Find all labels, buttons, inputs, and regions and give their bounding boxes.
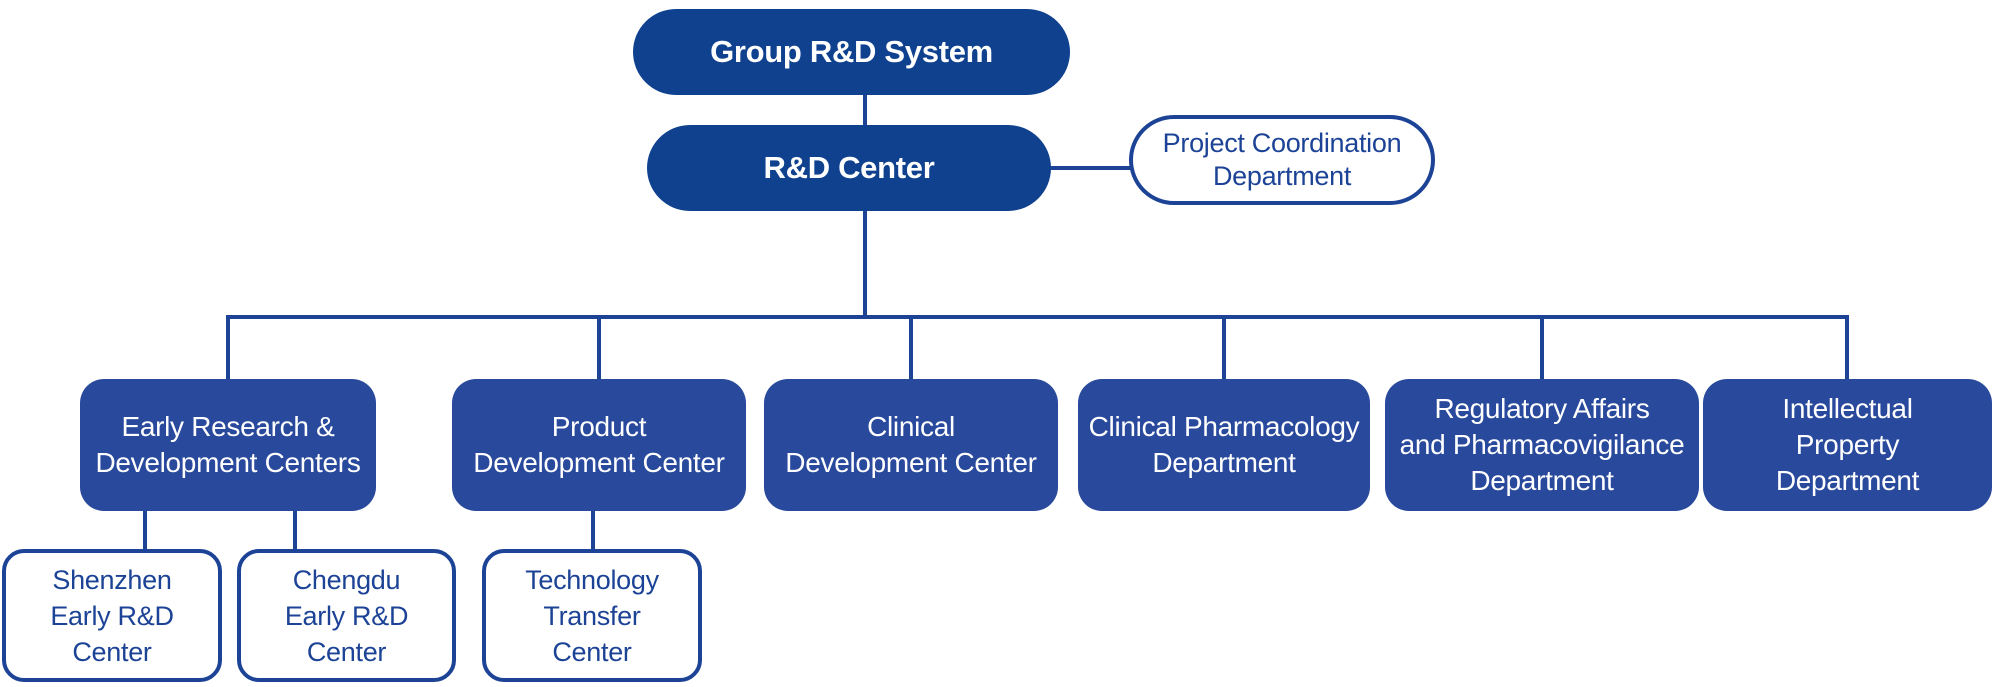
- connector-drop-4: [1222, 315, 1226, 381]
- department-node-clinical-development: Clinical Development Center: [764, 379, 1058, 511]
- department-label: Product Development Center: [473, 411, 725, 478]
- connector-trunk: [863, 209, 867, 317]
- department-label: Intellectual Property Department: [1775, 393, 1920, 496]
- project-coordination-label: Project Coordination Department: [1162, 128, 1402, 191]
- department-node-product-development: Product Development Center: [452, 379, 746, 511]
- department-label: Clinical Development Center: [785, 411, 1037, 478]
- department-node-intellectual-property: Intellectual Property Department: [1703, 379, 1992, 511]
- connector-drop-1: [226, 315, 230, 381]
- department-node-clinical-pharmacology: Clinical Pharmacology Department: [1078, 379, 1370, 511]
- subcenter-node-technology-transfer: Technology Transfer Center: [482, 549, 702, 682]
- connector-rail: [226, 315, 1849, 319]
- subcenter-label: Chengdu Early R&D Center: [284, 564, 409, 667]
- org-root-label: Group R&D System: [710, 34, 993, 69]
- rd-center-label: R&D Center: [763, 150, 935, 185]
- subcenter-label: Technology Transfer Center: [525, 564, 659, 667]
- subcenter-node-chengdu: Chengdu Early R&D Center: [237, 549, 456, 682]
- department-node-regulatory-affairs: Regulatory Affairs and Pharmacovigilance…: [1385, 379, 1699, 511]
- connector-stub-technology: [591, 509, 595, 551]
- connector-root-to-center: [863, 93, 867, 127]
- connector-center-to-staff: [1045, 166, 1135, 170]
- connector-stub-chengdu: [293, 509, 297, 551]
- connector-drop-5: [1540, 315, 1544, 381]
- department-node-early-research: Early Research & Development Centers: [80, 379, 376, 511]
- department-label: Clinical Pharmacology Department: [1088, 411, 1360, 478]
- department-label: Regulatory Affairs and Pharmacovigilance…: [1399, 393, 1685, 496]
- subcenter-node-shenzhen: Shenzhen Early R&D Center: [2, 549, 222, 682]
- connector-stub-shenzhen: [143, 509, 147, 551]
- project-coordination-node: Project Coordination Department: [1129, 115, 1435, 205]
- subcenter-label: Shenzhen Early R&D Center: [50, 564, 174, 667]
- rd-center-node: R&D Center: [647, 125, 1051, 211]
- department-label: Early Research & Development Centers: [95, 411, 361, 478]
- connector-drop-6: [1845, 315, 1849, 381]
- connector-drop-2: [597, 315, 601, 381]
- org-root-node: Group R&D System: [633, 9, 1070, 95]
- connector-drop-3: [909, 315, 913, 381]
